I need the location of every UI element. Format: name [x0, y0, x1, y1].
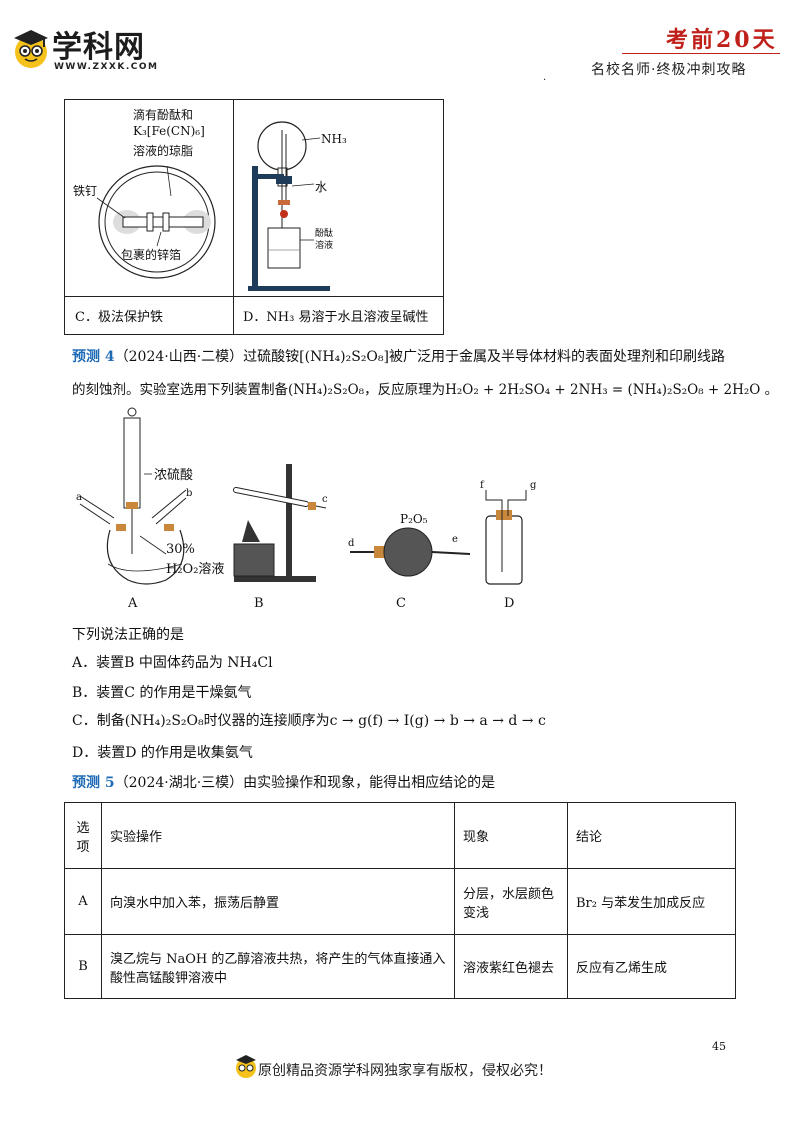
table-header-cell: 现象 [454, 802, 568, 869]
header-dot: . [543, 72, 547, 83]
q4-option-b: B．装置C 的作用是干燥氨气 [72, 685, 252, 701]
header-divider [622, 53, 780, 54]
zinc-protection-diagram [96, 165, 216, 279]
footer-copyright: 原创精品资源学科网独家享有版权，侵权必究！ [258, 1063, 552, 1079]
indicator-label-line1: 酚酞 [315, 229, 334, 239]
figure-table-divider-h [65, 296, 443, 297]
q4-stem: 下列说法正确的是 [72, 627, 184, 643]
q4-option-c: C．制备(NH₄)₂S₂O₈时仪器的连接顺序为c → g(f) → I(g) →… [72, 713, 546, 729]
table-cell: 反应有乙烯生成 [567, 934, 736, 999]
q4-option-a: A．装置B 中固体药品为 NH₄Cl [72, 655, 273, 671]
q4-line1: 预测 4（2024·山西·二模）过硫酸铵[(NH₄)₂S₂O₈]被广泛用于金属及… [72, 346, 725, 366]
label-conc-30: 30% [166, 542, 195, 557]
figure-table-divider-v [233, 100, 234, 334]
label-h2o2: H₂O₂溶液 [166, 562, 225, 577]
agar-label-line2: K₃[Fe(CN)₆] [133, 124, 205, 138]
water-label: 水 [315, 180, 328, 194]
table-header-cell: 结论 [567, 802, 736, 869]
logo-mascot-icon [14, 30, 48, 68]
q5-line: 预测 5（2024·湖北·三模）由实验操作和现象，能得出相应结论的是 [72, 772, 495, 792]
header-subtitle: 名校名师·终极冲刺攻略 [591, 62, 747, 78]
table-cell: 向溴水中加入苯，振荡后静置 [101, 868, 455, 935]
header-title: 考前20天 [666, 27, 778, 53]
q4-option-d: D．装置D 的作用是收集氨气 [72, 745, 253, 761]
table-header-cell: 实验操作 [101, 802, 455, 869]
caption-option-c: C．极法保护铁 [75, 310, 163, 325]
label-p2o5: P₂O₅ [400, 512, 428, 526]
table-header-row: 选 项 实验操作 现象 结论 [64, 802, 736, 869]
label-apparatus-b: B [254, 596, 264, 611]
table-cell: B [64, 934, 102, 999]
q4-label: 预测 4 [72, 349, 115, 365]
label-port-b: b [186, 488, 193, 499]
zinc-foil-label: 包裹的锌箔 [121, 248, 182, 262]
caption-option-d: D．NH₃ 易溶于水且溶液呈碱性 [243, 310, 429, 325]
label-port-a: a [76, 492, 82, 503]
nh3-label: NH₃ [321, 132, 347, 146]
label-apparatus-c: C [396, 596, 406, 611]
q5-label: 预测 5 [72, 775, 115, 791]
answer-table: 选 项 实验操作 现象 结论 A 向溴水中加入苯，振荡后静置 分层，水层颜色变浅… [64, 802, 736, 999]
agar-label-line3: 溶液的琼脂 [133, 144, 194, 158]
label-port-c: c [322, 494, 328, 505]
ammonia-fountain-diagram [248, 121, 330, 291]
table-row: B 溴乙烷与 NaOH 的乙醇溶液共热，将产生的气体直接通入酸性高锰酸钾溶液中 … [64, 934, 736, 999]
table-cell: Br₂ 与苯发生加成反应 [567, 868, 736, 935]
nail-label: 铁钉 [73, 184, 98, 198]
q4-source: （2024·山西·二模） [114, 349, 244, 365]
apparatus-diagram [79, 407, 527, 585]
logo-url: WWW.ZXXK.COM [54, 62, 159, 72]
indicator-label-line2: 溶液 [315, 241, 334, 251]
label-port-d: d [348, 538, 355, 549]
q4-text-line2: 的刻蚀剂。实验室选用下列装置制备(NH₄)₂S₂O₈，反应原理为H₂O₂ + 2… [72, 382, 779, 398]
label-port-e: e [452, 534, 458, 545]
label-apparatus-d: D [504, 596, 515, 611]
q5-text: 由实验操作和现象，能得出相应结论的是 [243, 775, 496, 791]
table-cell: 溴乙烷与 NaOH 的乙醇溶液共热，将产生的气体直接通入酸性高锰酸钾溶液中 [101, 934, 455, 999]
label-conc-acid: 浓硫酸 [154, 468, 194, 483]
table-header-cell: 选 项 [64, 802, 102, 869]
logo-text: 学科网 [52, 30, 145, 65]
label-port-g: g [530, 480, 537, 491]
label-apparatus-a: A [128, 596, 138, 611]
page-number: 45 [712, 1040, 726, 1053]
table-cell: A [64, 868, 102, 935]
label-port-f: f [480, 480, 484, 491]
q4-text-line1: 过硫酸铵[(NH₄)₂S₂O₈]被广泛用于金属及半导体材料的表面处理剂和印刷线路 [243, 349, 725, 365]
table-row: A 向溴水中加入苯，振荡后静置 分层，水层颜色变浅 Br₂ 与苯发生加成反应 [64, 868, 736, 935]
agar-label-line1: 滴有酚酞和 [133, 108, 194, 122]
table-cell: 分层，水层颜色变浅 [454, 868, 568, 935]
footer-mascot-icon [236, 1055, 256, 1078]
q5-source: （2024·湖北·三模） [114, 775, 244, 791]
table-cell: 溶液紫红色褪去 [454, 934, 568, 999]
figure-table: 滴有酚酞和 K₃[Fe(CN)₆] 溶液的琼脂 铁钉 包裹的锌箔 NH₃ 水 酚… [64, 99, 444, 335]
